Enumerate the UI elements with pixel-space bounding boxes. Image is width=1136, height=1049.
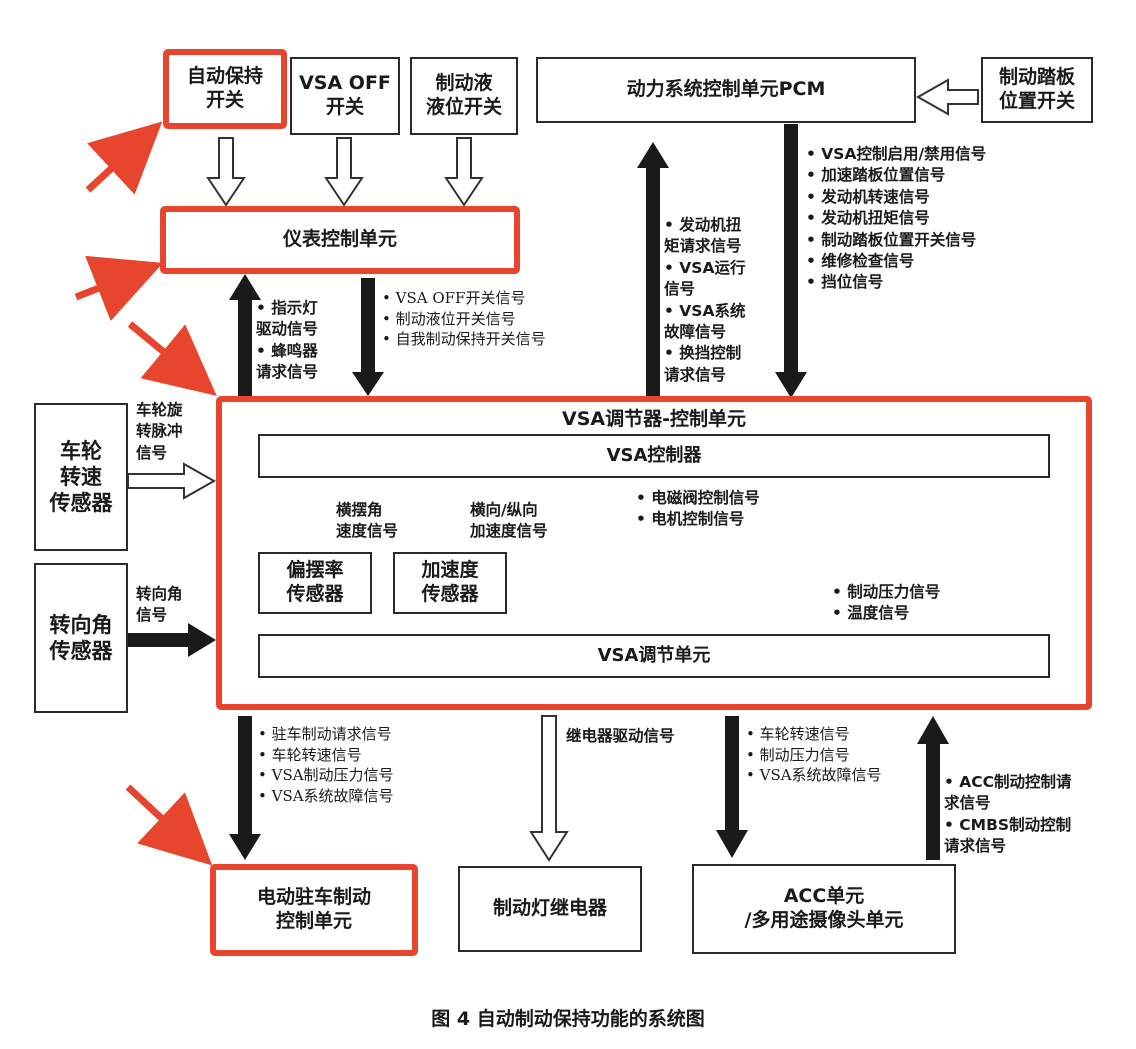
acc-camera-unit-text: ACC单元 /多用途摄像头单元 bbox=[744, 885, 904, 931]
label-acc-to-vsa-signals: • ACC制动控制请 求信号 • CMBS制动控制 请求信号 bbox=[944, 773, 1072, 856]
steering-angle-sensor-text: 转向角 传感器 bbox=[49, 612, 113, 663]
label-modulator-to-controller-signals: • 制动压力信号 • 温度信号 bbox=[832, 583, 941, 623]
highlight-pointer-auto-hold bbox=[85, 121, 163, 195]
yaw-rate-sensor-text: 偏摆率 传感器 bbox=[286, 559, 344, 605]
label-controller-to-modulator-signals: • 电磁阀控制信号 • 电机控制信号 bbox=[636, 489, 760, 529]
arrow-vsa-to-acc bbox=[716, 716, 748, 858]
arrow-vsa-to-pcm bbox=[637, 142, 669, 396]
auto-hold-switch-box: 自动保持 开关 bbox=[163, 49, 287, 129]
label-pcm-to-vsa-signals: • VSA控制启用/禁用信号 • 加速踏板位置信号 • 发动机转速信号 • 发动… bbox=[806, 145, 987, 292]
pcm-text: 动力系统控制单元PCM bbox=[626, 78, 826, 101]
arrow-acc-to-vsa bbox=[917, 716, 949, 860]
auto-hold-switch-text: 自动保持 开关 bbox=[186, 65, 263, 111]
arrow-meter-to-vsa bbox=[352, 278, 384, 396]
meter-control-unit-text: 仪表控制单元 bbox=[282, 228, 397, 251]
brake-fluid-switch-box: 制动液 液位开关 bbox=[410, 57, 518, 135]
hollow-arrow-pedal-to-pcm bbox=[915, 78, 979, 116]
acceleration-sensor-text: 加速度 传感器 bbox=[421, 559, 479, 605]
brake-fluid-switch-text: 制动液 液位开关 bbox=[425, 72, 502, 118]
label-vsa-to-pcm-signals: • 发动机扭 矩请求信号 • VSA运行 信号 • VSA系统 故障信号 • 换… bbox=[664, 216, 746, 384]
hollow-arrow-vsa-off-to-meter bbox=[324, 137, 364, 207]
hollow-arrow-auto-hold-to-meter bbox=[206, 137, 246, 207]
wheel-speed-sensor-box: 车轮 转速 传感器 bbox=[34, 403, 128, 551]
highlight-pointer-vsa bbox=[127, 321, 217, 396]
label-vsa-to-acc-signals: • 车轮转速信号 • 制动压力信号 • VSA系统故障信号 bbox=[746, 725, 882, 785]
hollow-arrow-wheel-to-vsa bbox=[127, 462, 217, 500]
highlight-pointer-epb bbox=[125, 784, 213, 866]
label-relay-drive-signal: 继电器驱动信号 bbox=[566, 727, 675, 745]
arrow-vsa-to-meter bbox=[229, 274, 261, 396]
acceleration-sensor-box: 加速度 传感器 bbox=[393, 552, 507, 614]
meter-control-unit-box: 仪表控制单元 bbox=[160, 206, 520, 274]
vsa-modulator-text: VSA调节单元 bbox=[597, 644, 711, 666]
figure-caption: 图 4 自动制动保持功能的系统图 bbox=[431, 1008, 705, 1030]
vsa-controller-text: VSA控制器 bbox=[606, 444, 702, 466]
vsa-controller-box: VSA控制器 bbox=[258, 434, 1050, 478]
brake-light-relay-text: 制动灯继电器 bbox=[492, 897, 607, 920]
hollow-arrow-vsa-to-relay bbox=[529, 715, 569, 862]
label-vsa-to-meter-signals: • 指示灯 驱动信号 • 蜂鸣器 请求信号 bbox=[256, 299, 319, 382]
brake-light-relay-box: 制动灯继电器 bbox=[458, 866, 642, 952]
label-meter-to-vsa-signals: • VSA OFF开关信号 • 制动液位开关信号 • 自我制动保持开关信号 bbox=[382, 289, 546, 349]
arrow-pcm-to-vsa bbox=[775, 124, 807, 398]
pcm-box: 动力系统控制单元PCM bbox=[536, 57, 916, 123]
label-acceleration-signal: 横向/纵向 加速度信号 bbox=[470, 501, 548, 541]
vsa-modulator-box: VSA调节单元 bbox=[258, 634, 1050, 678]
acc-camera-unit-box: ACC单元 /多用途摄像头单元 bbox=[692, 864, 956, 954]
arrow-steering-to-vsa bbox=[128, 623, 216, 657]
vsa-main-title: VSA调节器-控制单元 bbox=[562, 408, 746, 430]
arrow-vsa-to-epb bbox=[229, 716, 261, 860]
vsa-off-switch-text: VSA OFF 开关 bbox=[299, 72, 391, 118]
vsa-off-switch-box: VSA OFF 开关 bbox=[290, 57, 400, 135]
wheel-speed-sensor-text: 车轮 转速 传感器 bbox=[49, 438, 113, 516]
yaw-rate-sensor-box: 偏摆率 传感器 bbox=[258, 552, 372, 614]
label-wheel-pulse-signal: 车轮旋 转脉冲 信号 bbox=[136, 401, 183, 462]
label-vsa-to-epb-signals: • 驻车制动请求信号 • 车轮转速信号 • VSA制动压力信号 • VSA系统故… bbox=[258, 725, 394, 806]
brake-pedal-switch-box: 制动踏板 位置开关 bbox=[981, 57, 1093, 123]
steering-angle-sensor-box: 转向角 传感器 bbox=[34, 563, 128, 713]
label-yaw-rate-signal: 横摆角 速度信号 bbox=[336, 501, 399, 541]
hollow-arrow-fluid-to-meter bbox=[444, 137, 484, 207]
brake-pedal-switch-text: 制动踏板 位置开关 bbox=[998, 66, 1075, 112]
epb-control-unit-box: 电动驻车制动 控制单元 bbox=[210, 864, 418, 956]
label-steering-angle-signal: 转向角 信号 bbox=[136, 585, 183, 625]
highlight-pointer-meter bbox=[74, 255, 164, 322]
epb-control-unit-text: 电动驻车制动 控制单元 bbox=[256, 886, 371, 932]
